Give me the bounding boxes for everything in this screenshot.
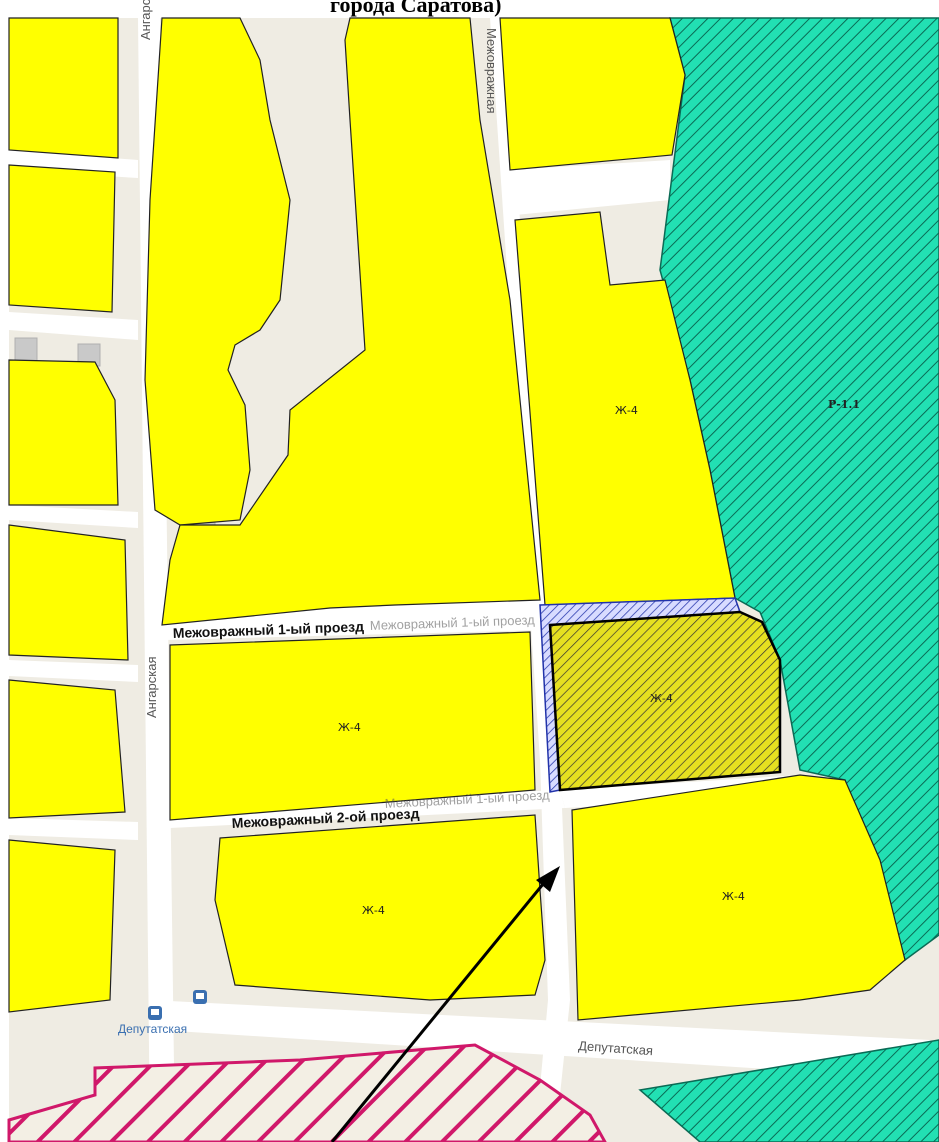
label-zone-5: Ж-4 <box>722 890 745 903</box>
street-deputatskaya-right: Депутатская <box>578 1038 654 1058</box>
label-recreation: Р-1.1 <box>828 398 860 411</box>
street-proezd-1: Межовражный 1-ый проезд <box>173 618 365 641</box>
street-mezhovrazhnaya: Межовражная <box>484 28 499 114</box>
page-title: города Саратова) <box>330 0 501 17</box>
parcel-highlighted <box>548 610 782 792</box>
pointer-arrow <box>330 866 560 1142</box>
street-angarskaya-top: Ангарская <box>138 0 153 40</box>
street-angarskaya-mid: Ангарская <box>144 656 159 718</box>
label-zone-4: Ж-4 <box>362 904 385 917</box>
stop-deputatskaya-label: Депутатская <box>118 1022 187 1036</box>
label-zone-1: Ж-4 <box>615 404 638 417</box>
street-proezd-1-faded: Межовражный 1-ый проезд <box>370 612 536 633</box>
label-zone-2: Ж-4 <box>650 692 673 705</box>
label-zone-3: Ж-4 <box>338 721 361 734</box>
bus-stop-icon <box>148 1006 162 1020</box>
residential-zones <box>8 17 906 1021</box>
zone-recreation-bottom <box>638 1039 939 1142</box>
bus-stop-icon <box>193 990 207 1004</box>
zone-pink-hatched <box>7 1043 607 1142</box>
title-band <box>0 0 939 20</box>
